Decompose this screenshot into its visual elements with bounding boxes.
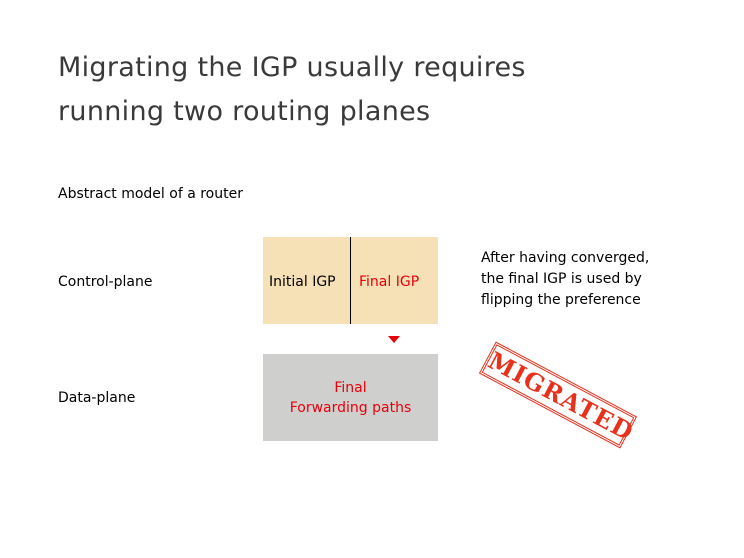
note-line-1: After having converged, xyxy=(481,250,650,266)
data-plane-line-1: Final xyxy=(334,379,367,396)
control-plane-divider xyxy=(350,237,351,324)
title-line-2: running two routing planes xyxy=(58,96,431,127)
initial-igp: Initial IGP xyxy=(269,274,336,290)
data-plane-label: Data-plane xyxy=(58,390,136,406)
slide-title: Migrating the IGP usually requires runni… xyxy=(58,46,526,134)
note-line-3: flipping the preference xyxy=(481,292,641,308)
title-line-1: Migrating the IGP usually requires xyxy=(58,52,526,83)
final-igp: Final IGP xyxy=(359,274,420,290)
migrated-stamp: MIGRATED xyxy=(478,341,639,449)
subtitle: Abstract model of a router xyxy=(58,186,243,202)
note-text: After having converged, the final IGP is… xyxy=(481,248,649,311)
note-line-2: the final IGP is used by xyxy=(481,271,642,287)
down-arrow-icon xyxy=(388,336,400,343)
control-plane-label: Control-plane xyxy=(58,274,153,290)
data-plane-box: Final Forwarding paths xyxy=(263,354,438,441)
data-plane-line-2: Forwarding paths xyxy=(289,399,412,416)
